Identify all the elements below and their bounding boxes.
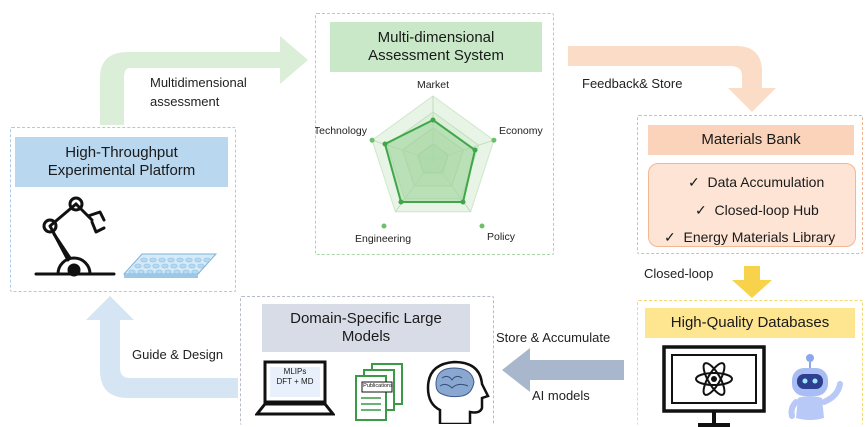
radar-point xyxy=(460,199,466,205)
radar-outer-marker xyxy=(491,137,497,143)
radar-outer-marker xyxy=(381,223,387,229)
feedback-store-label: Feedback& Store xyxy=(582,76,683,91)
axis-label-market: Market xyxy=(417,80,449,91)
radar-point xyxy=(430,117,436,123)
closed-loop-label: Closed-loop xyxy=(644,266,714,281)
platform-title: High-Throughput Experimental Platform xyxy=(15,137,228,187)
blue-arrow xyxy=(86,296,238,398)
axis-label-engineering: Engineering xyxy=(355,233,411,245)
ai-models-label: AI models xyxy=(532,388,590,403)
ai-robot-icon xyxy=(788,354,843,420)
store-accumulate-label: Store & Accumulate xyxy=(496,330,611,345)
platform-panel xyxy=(10,127,236,292)
radar-chart: Market Economy Policy Engineering Techno… xyxy=(315,80,544,245)
bank-item-closed-loop-hub: ✓ Closed-loop Hub xyxy=(695,202,819,218)
multidimensional-assessment-label: Multidimensional assessment xyxy=(150,75,247,109)
materials-bank-title: Materials Bank xyxy=(648,125,854,155)
radar-data-shape xyxy=(383,118,477,203)
monitor-atom-icon xyxy=(662,345,766,427)
materials-bank-list xyxy=(648,163,856,247)
green-arrow xyxy=(100,36,308,125)
documents-label: Publications xyxy=(363,383,393,389)
radar-point xyxy=(472,147,478,153)
models-panel xyxy=(240,296,494,425)
yellow-arrow xyxy=(732,266,772,298)
check-icon: ✓ xyxy=(664,229,676,245)
bank-item-energy-materials-library: ✓ Energy Materials Library xyxy=(664,229,836,245)
check-icon: ✓ xyxy=(688,174,700,190)
databases-panel xyxy=(637,300,863,425)
documents-icon xyxy=(355,363,403,421)
axis-label-technology: Technology xyxy=(315,125,368,137)
laptop-icon xyxy=(255,360,335,416)
peach-arrow xyxy=(568,46,776,112)
databases-title: High-Quality Databases xyxy=(645,308,855,338)
radar-point xyxy=(382,141,388,147)
laptop-text: MLIPs DFT + MD xyxy=(276,367,314,386)
ai-arrow xyxy=(502,348,624,392)
check-icon: ✓ xyxy=(695,202,707,218)
materials-bank-panel xyxy=(637,115,863,254)
bank-item-data-accumulation: ✓ Data Accumulation xyxy=(688,174,825,190)
radar-outer-marker xyxy=(369,137,375,143)
axis-label-economy: Economy xyxy=(499,125,544,137)
axis-label-policy: Policy xyxy=(487,231,516,243)
assessment-panel xyxy=(315,13,554,255)
robot-arm-icon xyxy=(34,196,116,277)
radar-point xyxy=(398,199,404,205)
assessment-title: Multi-dimensional Assessment System xyxy=(330,22,542,72)
guide-design-label: Guide & Design xyxy=(132,347,224,362)
well-plate-icon xyxy=(122,253,218,278)
brain-head-icon xyxy=(426,360,490,424)
radar-outer-marker xyxy=(479,223,485,229)
models-title: Domain-Specific Large Models xyxy=(262,304,470,352)
